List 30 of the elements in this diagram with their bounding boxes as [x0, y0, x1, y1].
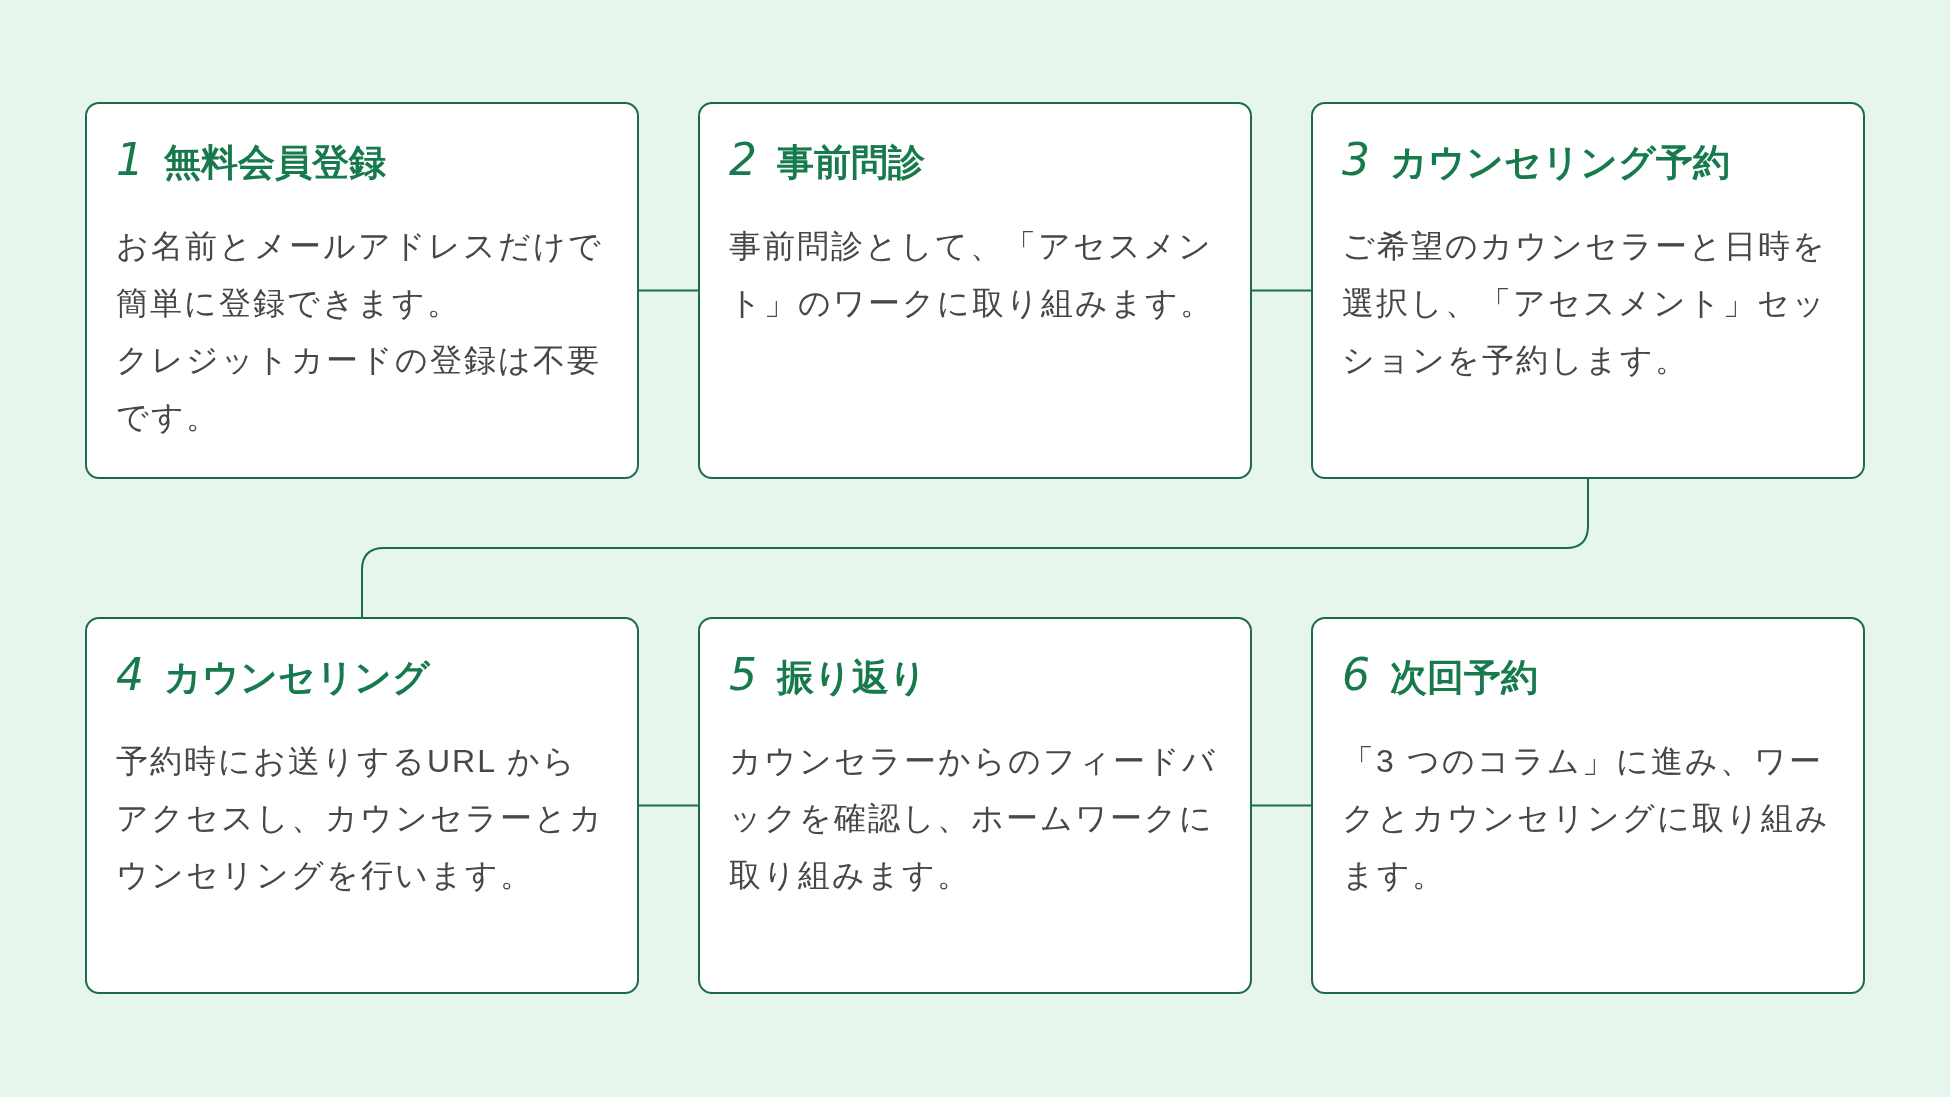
step-description: お名前とメールアドレスだけで簡単に登録できます。 [116, 227, 604, 323]
step-title: 振り返り [777, 657, 927, 698]
step-card [698, 102, 1252, 479]
connector-line [1251, 804, 1312, 807]
connector-line [638, 289, 699, 292]
step-title: 事前問診 [777, 142, 925, 183]
step-card [85, 102, 639, 479]
connector-line [638, 804, 699, 807]
step-number: 6 [1342, 649, 1370, 700]
step-number: 3 [1342, 134, 1370, 185]
step-description: 予約時にお送りするURL からアクセスし、カウンセラーとカウンセリングを行います。 [116, 742, 605, 895]
step-description: クレジットカードの登録は不要です。 [116, 341, 602, 437]
step-number: 2 [729, 134, 757, 185]
step-title: 無料会員登録 [164, 142, 386, 183]
connector-line [1251, 289, 1312, 292]
step-description: 「3 つのコラム」に進み、ワークとカウンセリングに取り組みます。 [1342, 742, 1831, 895]
step-title: カウンセリング予約 [1390, 142, 1730, 183]
step-card [698, 617, 1252, 994]
step-number: 4 [116, 649, 144, 700]
step-card [1311, 102, 1865, 479]
step-description: 事前問診として、「アセスメント」のワークに取り組みます。 [729, 227, 1215, 323]
step-title: カウンセリング [164, 657, 430, 698]
step-description: ご希望のカウンセラーと日時を選択し、「アセスメント」セッションを予約します。 [1342, 227, 1828, 380]
step-description: カウンセラーからのフィードバックを確認し、ホームワークに取り組みます。 [729, 742, 1218, 895]
step-title: 次回予約 [1390, 657, 1538, 698]
step-card [1311, 617, 1865, 994]
connector-line [361, 478, 1589, 618]
step-card [85, 617, 639, 994]
step-number: 1 [116, 134, 144, 185]
step-number: 5 [729, 649, 757, 700]
